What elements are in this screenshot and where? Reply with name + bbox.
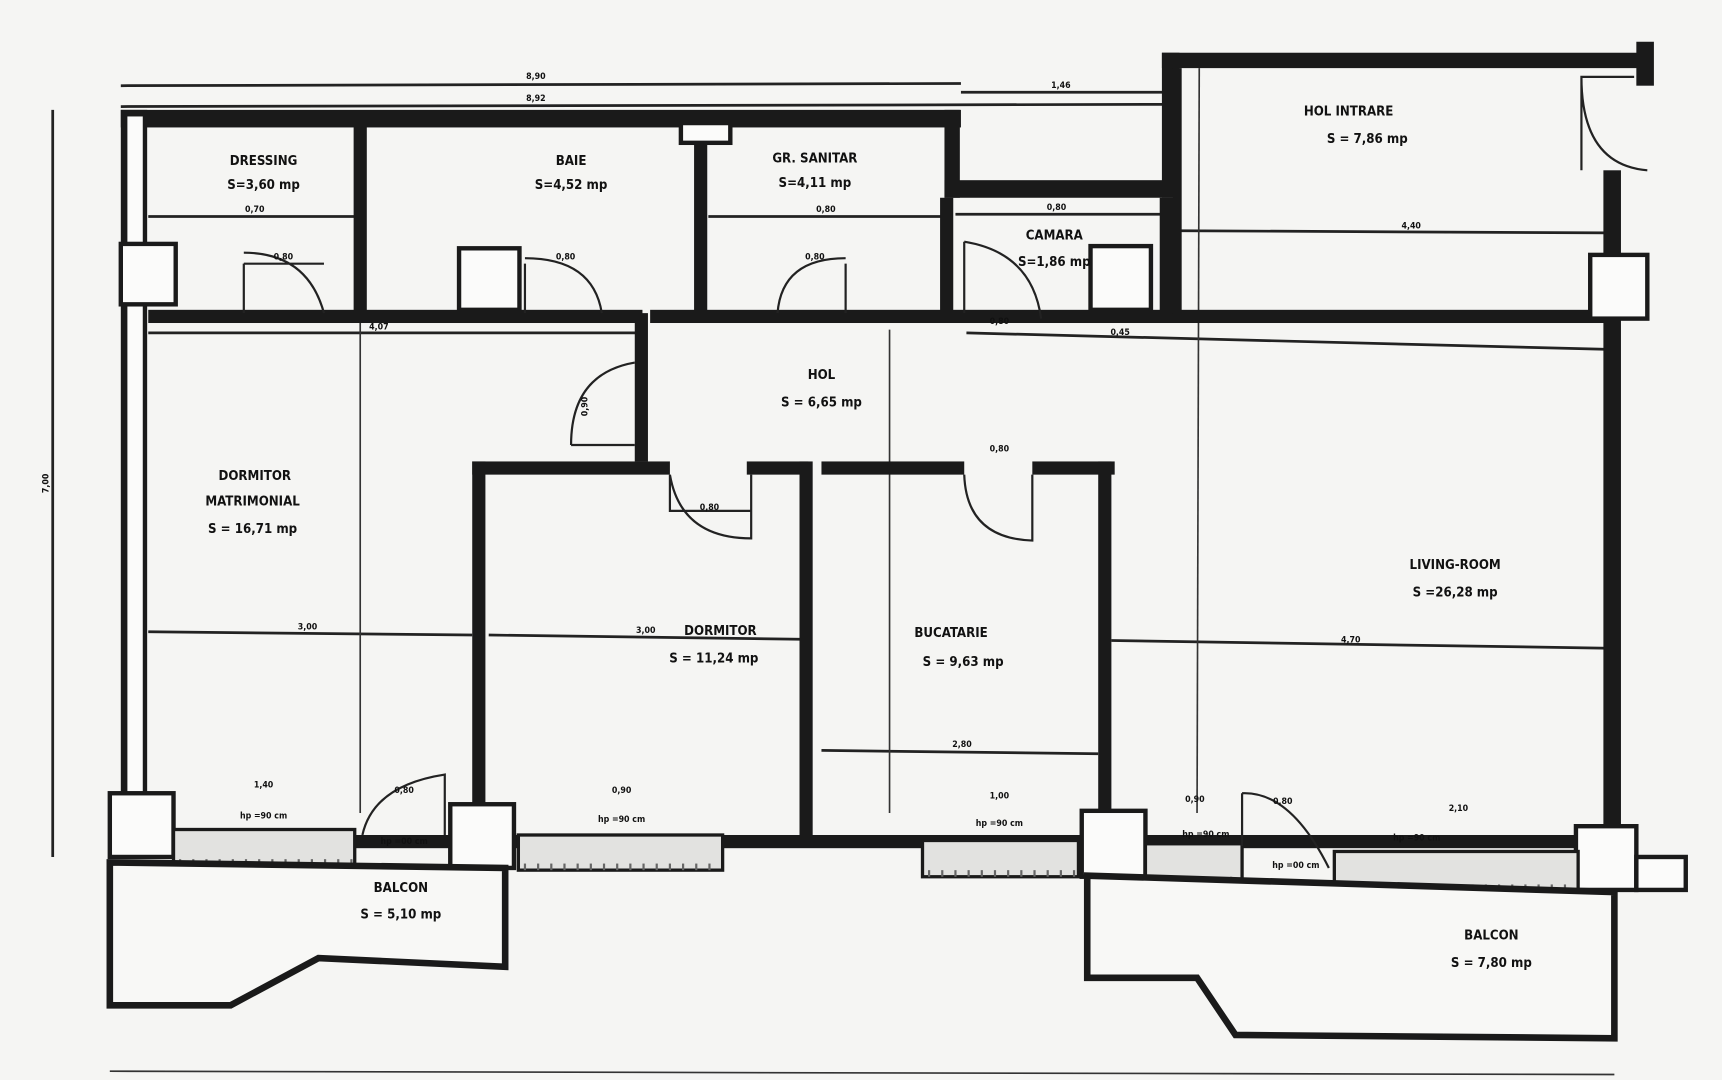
room-hol-name: HOL xyxy=(808,368,836,383)
balconies xyxy=(106,859,1618,1042)
room-dressing-area: S=3,60 mp xyxy=(227,178,300,193)
room-living-area: S =26,28 mp xyxy=(1413,586,1498,601)
window-label: hp =90 cm xyxy=(1393,833,1440,843)
dim-win5: 2,10 xyxy=(1449,804,1469,814)
window-label: hp =90 cm xyxy=(598,815,645,825)
room-camara-area: S=1,86 mp xyxy=(1018,255,1091,270)
room-dormitor-name: DORMITOR xyxy=(684,624,757,639)
window-labels: hp =90 cm hp =00 cm hp =90 cm hp =90 cm … xyxy=(240,812,1440,871)
dim-hol-door: 0,90 xyxy=(581,396,591,416)
room-baie-area: S=4,52 mp xyxy=(535,178,608,193)
room-living-name: LIVING-ROOM xyxy=(1410,558,1501,573)
room-labels: DRESSING S=3,60 mp BAIE S=4,52 mp GR. SA… xyxy=(205,104,1531,970)
dim-dressing-door: 0,80 xyxy=(274,252,294,262)
dim-baie-door: 0,80 xyxy=(556,252,576,262)
room-balcon-left-name: BALCON xyxy=(374,881,428,896)
dim-top-inner: 8,92 xyxy=(526,94,545,104)
dimension-labels: 8,90 8,92 1,46 7,00 0,70 0,80 0,80 0,80 … xyxy=(41,72,1468,814)
dim-corridor-right: 0,45 xyxy=(1110,328,1129,338)
dim-win3: 1,00 xyxy=(990,792,1010,802)
room-balcon-right-area: S = 7,80 mp xyxy=(1451,956,1532,971)
dim-door-balcon2: 0,80 xyxy=(1273,797,1293,807)
room-matrimonial-name2: MATRIMONIAL xyxy=(205,494,300,509)
dim-sanitar: 0,80 xyxy=(816,205,836,215)
dim-camara-door: 0,80 xyxy=(990,317,1010,327)
doors xyxy=(242,75,1648,869)
window-label: hp =00 cm xyxy=(381,837,428,847)
dim-win4: 0,90 xyxy=(1185,795,1205,805)
room-bucatarie-area: S = 9,63 mp xyxy=(923,655,1004,670)
window-label: hp =00 cm xyxy=(1272,861,1319,871)
room-hol-intrare-area: S = 7,86 mp xyxy=(1327,132,1408,147)
dim-bucatarie-door: 0,80 xyxy=(990,445,1010,455)
room-camara-name: CAMARA xyxy=(1026,229,1084,244)
dimension-lines xyxy=(51,68,1615,1076)
window-label: hp =90 cm xyxy=(976,819,1023,829)
dim-living: 4,70 xyxy=(1341,636,1361,646)
room-dressing-name: DRESSING xyxy=(230,154,298,169)
dim-bucatarie: 2,80 xyxy=(952,740,972,750)
room-dormitor-area: S = 11,24 mp xyxy=(669,652,758,667)
room-matrimonial-name: DORMITOR xyxy=(219,469,292,484)
window-label: hp =90 cm xyxy=(1182,830,1229,840)
dim-dormitor: 3,00 xyxy=(636,626,656,636)
room-sanitar-area: S=4,11 mp xyxy=(779,176,852,191)
dim-dressing: 0,70 xyxy=(245,205,265,215)
dim-top-right: 1,46 xyxy=(1051,81,1071,91)
dim-dormitor-door: 0,80 xyxy=(700,503,720,513)
room-bucatarie-name: BUCATARIE xyxy=(914,626,987,641)
dim-hol-intrare: 4,40 xyxy=(1401,222,1421,232)
room-hol-area: S = 6,65 mp xyxy=(781,396,862,411)
dim-sanitar-door: 0,80 xyxy=(805,252,825,262)
room-baie-name: BAIE xyxy=(556,154,587,169)
dim-left-height: 7,00 xyxy=(41,473,51,493)
dim-top-outer: 8,90 xyxy=(526,72,546,82)
dim-camara: 0,80 xyxy=(1047,203,1067,213)
dim-win1: 1,40 xyxy=(254,781,274,791)
walls xyxy=(107,41,1688,893)
dim-door-balcon: 0,80 xyxy=(394,786,414,796)
dim-matrimonial: 3,00 xyxy=(298,623,318,633)
dim-win2: 0,90 xyxy=(612,786,632,796)
dim-corridor-left: 4,07 xyxy=(369,323,388,333)
room-hol-intrare-name: HOL INTRARE xyxy=(1304,104,1394,119)
window-label: hp =90 cm xyxy=(240,812,287,822)
room-sanitar-name: GR. SANITAR xyxy=(772,152,857,167)
room-matrimonial-area: S = 16,71 mp xyxy=(208,522,297,537)
room-balcon-right-name: BALCON xyxy=(1464,928,1518,943)
room-balcon-left-area: S = 5,10 mp xyxy=(360,907,441,922)
